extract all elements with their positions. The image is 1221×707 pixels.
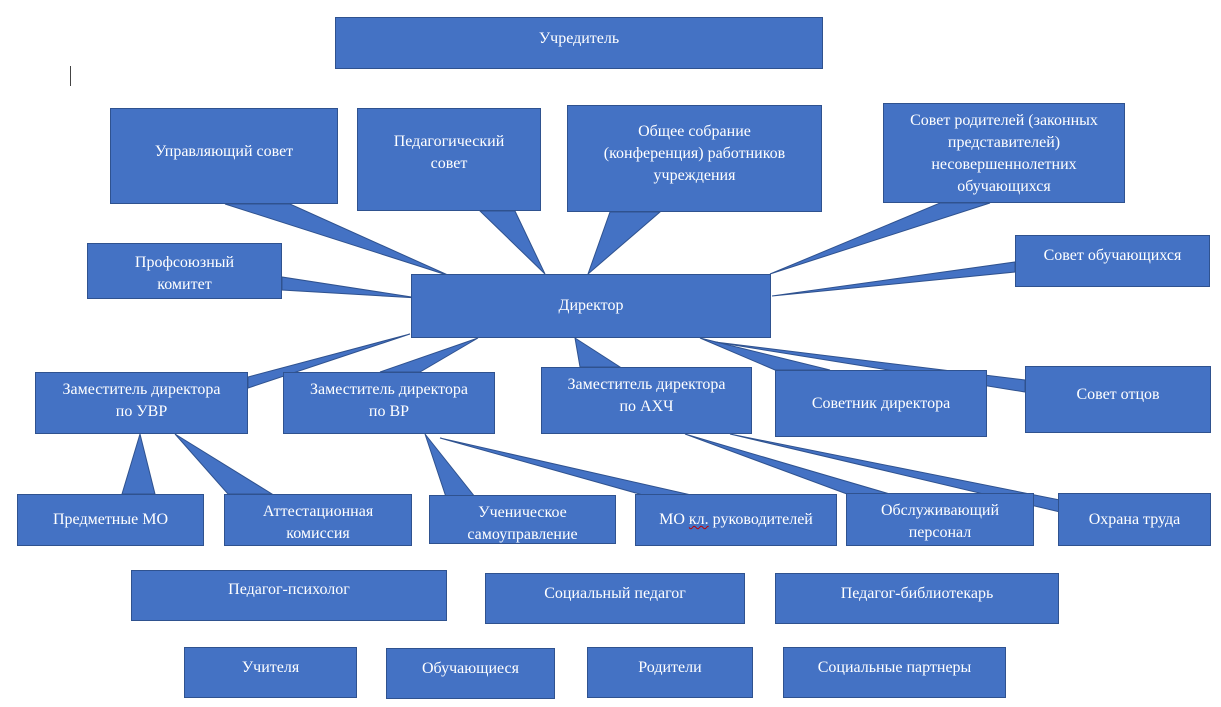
class-mo-rest: руководителей [708,511,813,528]
service-staff-line-1: Обслуживающий [880,502,1000,519]
pointer-trade-union [281,276,419,299]
deputy-vr-line-1: Заместитель директора [309,381,469,398]
trade-union-line-1: Профсоюзный [134,254,235,271]
deputy-uvr-box: Заместитель директора по УВР [35,372,248,434]
parents-council-line-1: Совет родителей (законных [910,112,1098,129]
students-council-box: Совет обучающихся [1015,235,1210,287]
service-staff-line-2: персонал [908,524,972,541]
general-meeting-box: Общее собрание (конференция) работников … [567,105,822,212]
participants-parents-label: Родители [638,659,702,676]
labor-safety-label: Охрана труда [1088,510,1181,528]
psychologist-box: Педагог-психолог [131,570,447,621]
pointer-class-mo [439,437,701,498]
trade-union-box: Профсоюзный комитет [87,243,282,299]
librarian-label: Педагог-библиотекарь [840,585,994,602]
pointer-attestation [174,433,274,495]
pointer-governing-council [224,203,451,277]
parents-council-line-3: несовершеннолетних [931,156,1077,173]
director-advisor-box: Советник директора [775,370,987,437]
deputy-ahch-line-1: Заместитель директора [567,376,726,393]
librarian-box: Педагог-библиотекарь [775,573,1059,624]
deputy-vr-line-2: по ВР [368,403,410,420]
director-advisor-label: Советник директора [811,394,951,412]
social-partners-label: Социальные партнеры [817,659,972,676]
text-cursor [70,66,71,86]
general-meeting-line-2: (конференция) работников [603,145,786,162]
parents-council-box: Совет родителей (законных представителей… [883,103,1125,203]
class-mo-mark: кл. [688,511,709,528]
general-meeting-line-1: Общее собрание [638,123,751,140]
fathers-council-label: Совет отцов [1076,386,1160,403]
deputy-uvr-line-2: по УВР [115,403,168,420]
pedagogical-council-line-1: Педагогический [393,133,505,150]
pedagogical-council-box: Педагогический совет [357,108,541,211]
student-government-line-2: самоуправление [467,526,578,543]
subject-mo-label: Предметные МО [53,511,168,528]
deputy-vr-box: Заместитель директора по ВР [283,372,495,434]
class-mo-box: МО кл. руководителей [635,494,837,546]
participants-parents-box: Родители [587,647,753,698]
director-label: Директор [558,297,624,314]
class-mo-prefix: МО [659,511,689,528]
director-box: Директор [411,274,771,338]
parents-council-line-2: представителей) [947,134,1061,151]
pointer-students-council [771,261,1016,297]
labor-safety-box: Охрана труда [1058,493,1211,546]
psychologist-label: Педагог-психолог [228,581,350,598]
subject-mo-box: Предметные МО [17,494,204,546]
social-pedagogue-box: Социальный педагог [485,573,745,624]
teachers-box: Учителя [184,647,357,698]
student-government-line-1: Ученическое [478,504,567,521]
pointer-deputy-ahch [574,336,622,368]
governing-council-label: Управляющий совет [154,143,294,160]
pointer-subject-mo [121,432,156,495]
attestation-box: Аттестационная комиссия [224,494,412,546]
social-partners-box: Социальные партнеры [783,647,1006,698]
participants-students-box: Обучающиеся [386,648,555,699]
attestation-line-1: Аттестационная [262,503,374,520]
student-government-box: Ученическое самоуправление [429,495,616,544]
general-meeting-line-3: учреждения [653,167,736,184]
social-pedagogue-label: Социальный педагог [544,585,686,602]
pointer-general-meeting [586,211,662,276]
attestation-line-2: комиссия [286,525,350,542]
pointer-pedagogical-council [478,210,546,275]
pedagogical-council-line-2: совет [430,155,468,172]
teachers-label: Учителя [241,659,300,676]
deputy-uvr-line-1: Заместитель директора [62,381,221,398]
parents-council-line-4: обучающихся [957,178,1051,195]
deputy-ahch-line-2: по АХЧ [619,398,674,415]
founder-label: Учредитель [538,30,620,47]
trade-union-line-2: комитет [157,276,212,293]
pointer-student-government [424,433,477,498]
governing-council-box: Управляющий совет [110,108,338,204]
class-mo-label: МО кл. руководителей [653,509,819,531]
students-council-label: Совет обучающихся [1043,247,1182,264]
pointer-parents-council [769,202,991,275]
pointer-deputy-vr [379,337,479,373]
participants-students-label: Обучающиеся [421,660,520,677]
service-staff-box: Обслуживающий персонал [846,493,1034,546]
founder-box: Учредитель [335,17,823,69]
deputy-ahch-box: Заместитель директора по АХЧ [541,367,752,434]
fathers-council-box: Совет отцов [1025,366,1211,433]
